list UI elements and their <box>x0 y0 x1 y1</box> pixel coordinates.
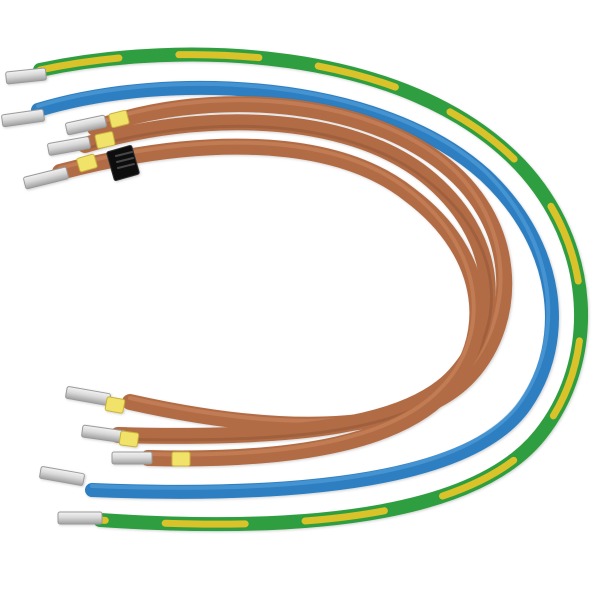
cable-brown-2-shadow <box>83 124 493 442</box>
tag-bottom-brown-3 <box>171 451 191 467</box>
cable-green-yellow-stripe <box>36 51 585 528</box>
lug-bottom-blue <box>39 466 85 486</box>
lug-top-brown-2 <box>47 136 91 156</box>
cable-blue-core <box>31 80 559 499</box>
cable-brown-2-core <box>77 114 496 444</box>
cable-green-yellow-outer <box>5 47 589 532</box>
tag-bottom-brown-2 <box>118 430 140 448</box>
cable-brown-3-core <box>52 138 486 467</box>
cable-blue-middle <box>1 80 559 499</box>
cable-brown-3-highlight <box>58 140 476 457</box>
lug-bottom-green-yellow <box>57 511 103 525</box>
tag-black-top <box>106 144 140 182</box>
lug-top-brown-3 <box>23 166 69 190</box>
tag-bottom-brown-1 <box>104 396 126 414</box>
lug-top-green-yellow <box>5 67 47 85</box>
lug-top-blue <box>1 108 45 128</box>
lug-bottom-brown-3 <box>111 451 153 465</box>
cable-brown-set <box>23 96 513 467</box>
lug-top-brown-1 <box>65 114 107 136</box>
tag-top-brown-1 <box>108 109 130 129</box>
tag-black-top-detail <box>115 151 135 169</box>
tag-top-brown-3 <box>76 153 98 173</box>
cable-blue-highlight <box>36 81 551 490</box>
tag-top-brown-2 <box>94 131 116 149</box>
